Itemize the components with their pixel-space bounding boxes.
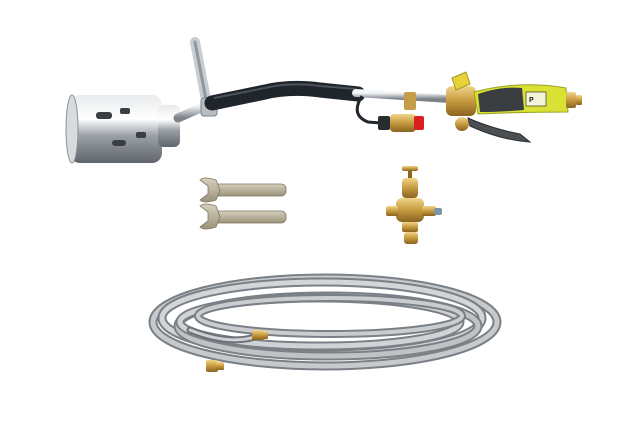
brand-logo: [525, 91, 547, 107]
pipe-clamp: [404, 92, 416, 110]
torch-handle: P: [473, 84, 582, 115]
wrench-upper: [199, 177, 287, 203]
torch-assembly: P: [65, 37, 582, 164]
pilot-line: [355, 95, 393, 126]
wrench-lower: [199, 203, 287, 230]
spanner-wrenches: [199, 177, 287, 230]
valve-body: [446, 71, 476, 131]
gas-hose-coil: [148, 273, 502, 372]
hose-fitting-end: [206, 360, 224, 372]
steel-pipe: [352, 89, 454, 103]
insulated-sleeve: [204, 80, 366, 111]
brand-logo-text: P: [529, 97, 534, 104]
valve-knob: [451, 71, 471, 91]
hose-fitting-inner: [252, 330, 268, 340]
safety-valve: [378, 114, 424, 132]
hose-connector: [566, 92, 576, 108]
trigger-lever: [467, 117, 532, 143]
burner-nozzle: [65, 94, 180, 164]
pressure-regulator: [386, 166, 442, 244]
